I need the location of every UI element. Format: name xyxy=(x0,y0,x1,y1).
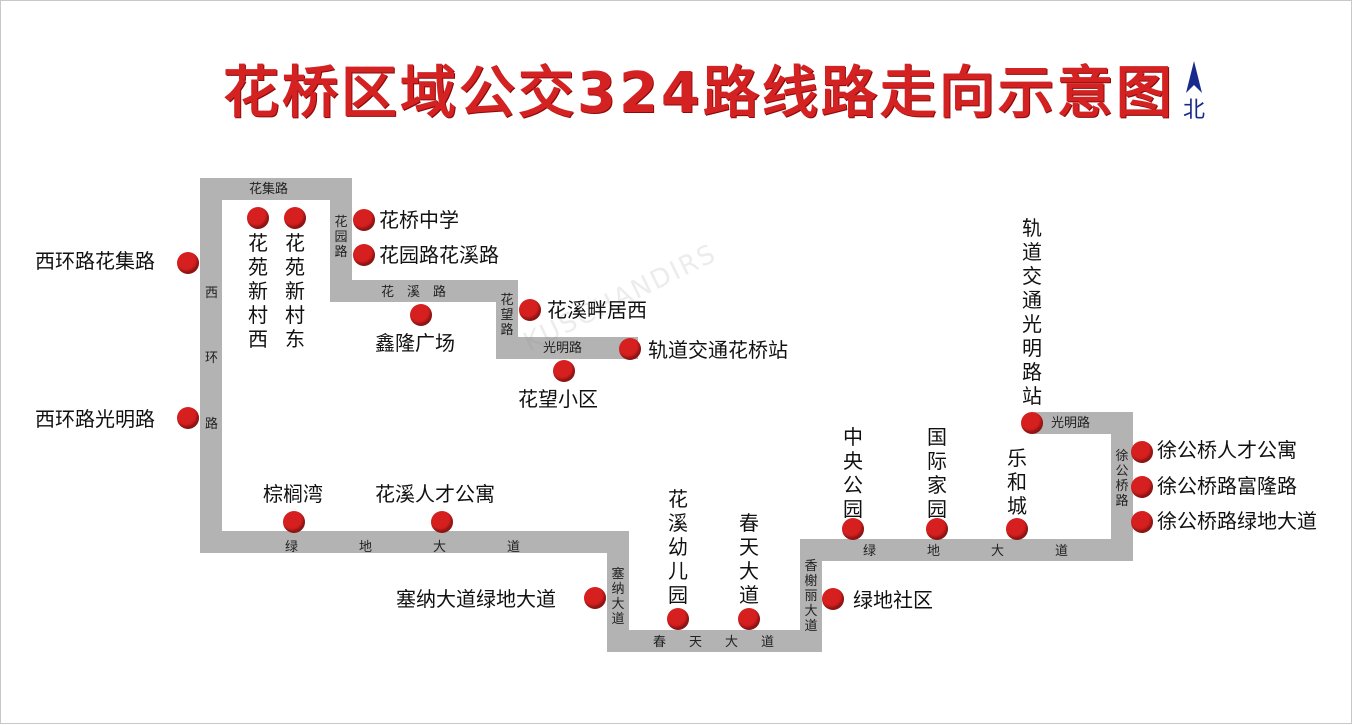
stop-label-lvdi-shequ[interactable]: 绿地社区 xyxy=(853,588,933,612)
road-label-xugongqiao-lu: 徐公桥路 xyxy=(1115,449,1129,509)
road-label-xihuan-lu-2: 环 xyxy=(205,351,219,366)
stop-marker-icon[interactable] xyxy=(822,588,844,610)
road-label-guangming-lu-w: 光明路 xyxy=(543,341,583,356)
stop-label-guoji-jiayuan[interactable]: 国际家园 xyxy=(927,425,947,521)
stop-label-lehe-cheng[interactable]: 乐和城 xyxy=(1007,446,1027,518)
stop-marker-icon[interactable] xyxy=(353,244,375,266)
road-label-huaji-lu: 花集路 xyxy=(249,182,289,197)
map-title: 花桥区域公交324路线路走向示意图 xyxy=(223,61,1175,126)
stop-marker-icon[interactable] xyxy=(431,511,453,533)
stop-label-chuntian-dadao[interactable]: 春天大道 xyxy=(739,511,759,607)
stop-marker-icon[interactable] xyxy=(926,518,948,540)
road-label-huaxi-lu: 花 溪 路 xyxy=(381,285,447,300)
road-label-xihuan-lu-3: 路 xyxy=(205,417,219,432)
stop-label-xihuanlu-huajilu[interactable]: 西环路花集路 xyxy=(35,249,155,273)
stop-label-xihuanlu-guangminglu[interactable]: 西环路光明路 xyxy=(35,407,155,431)
stop-marker-icon[interactable] xyxy=(842,518,864,540)
stop-label-xugongqiao-fulonglu[interactable]: 徐公桥路富隆路 xyxy=(1157,474,1297,498)
stop-marker-icon[interactable] xyxy=(584,587,606,609)
road-label-chuntian-dadao-1: 春 xyxy=(653,635,667,650)
stop-label-huayuanlu-huaxilu[interactable]: 花园路花溪路 xyxy=(379,243,499,267)
stop-marker-icon[interactable] xyxy=(667,608,689,630)
north-label: 北 xyxy=(1182,98,1205,123)
stop-marker-icon[interactable] xyxy=(1006,518,1028,540)
stop-label-huawang-xiaoqu[interactable]: 花望小区 xyxy=(518,387,598,411)
road-label-lvdi-dadao-w-3: 大 xyxy=(433,540,447,555)
road-label-xiangxieli-dadao: 香榭丽大道 xyxy=(804,559,818,634)
stop-label-saina-lvdi[interactable]: 塞纳大道绿地大道 xyxy=(396,587,556,611)
stop-label-xinlong-guangchang[interactable]: 鑫隆广场 xyxy=(375,331,455,355)
stop-label-huaxi-rencai-gongyu[interactable]: 花溪人才公寓 xyxy=(375,482,495,506)
road-label-chuntian-dadao-3: 大 xyxy=(725,635,739,650)
stop-marker-icon[interactable] xyxy=(553,360,575,382)
stop-marker-icon[interactable] xyxy=(410,304,432,326)
road-label-xihuan-lu-1: 西 xyxy=(205,286,219,301)
stop-marker-icon[interactable] xyxy=(1131,511,1153,533)
stop-label-zhongyang-gongyuan[interactable]: 中央公园 xyxy=(843,425,863,521)
stop-marker-icon[interactable] xyxy=(177,407,199,429)
stop-marker-icon[interactable] xyxy=(283,511,305,533)
stop-marker-icon[interactable] xyxy=(284,207,306,229)
road-label-lvdi-dadao-w-4: 道 xyxy=(507,540,521,555)
north-indicator: 北 xyxy=(1179,59,1209,129)
stop-label-huaxi-panju-xi[interactable]: 花溪畔居西 xyxy=(547,298,647,322)
road-label-lvdi-dadao-w-1: 绿 xyxy=(285,540,299,555)
road-label-lvdi-dadao-e-4: 道 xyxy=(1055,544,1069,559)
stop-marker-icon[interactable] xyxy=(1131,476,1153,498)
stop-marker-icon[interactable] xyxy=(247,207,269,229)
stop-marker-icon[interactable] xyxy=(519,299,541,321)
road-label-chuntian-dadao-4: 道 xyxy=(761,635,775,650)
stop-label-huaxi-youeryuan[interactable]: 花溪幼儿园 xyxy=(668,487,688,607)
stop-label-xugongqiao-rencai[interactable]: 徐公桥人才公寓 xyxy=(1157,438,1297,462)
stop-marker-icon[interactable] xyxy=(177,252,199,274)
stop-marker-icon[interactable] xyxy=(619,338,641,360)
road-label-guangming-lu-e: 光明路 xyxy=(1051,416,1091,431)
stop-label-huayuan-xincun-xi[interactable]: 花苑新村西 xyxy=(248,231,268,351)
stop-label-zonglvwan[interactable]: 棕榈湾 xyxy=(263,482,323,506)
stop-label-xugongqiao-lvdi[interactable]: 徐公桥路绿地大道 xyxy=(1157,509,1317,533)
road-label-lvdi-dadao-w-2: 地 xyxy=(359,540,373,555)
stop-label-guidao-guangminglu-zhan[interactable]: 轨道交通光明路站 xyxy=(1022,216,1042,408)
stop-marker-icon[interactable] xyxy=(1131,441,1153,463)
stop-label-huaqiao-zhongxue[interactable]: 花桥中学 xyxy=(379,208,459,232)
north-arrow-icon xyxy=(1186,61,1202,93)
road-label-lvdi-dadao-e-1: 绿 xyxy=(863,544,877,559)
road-label-huayuan-lu: 花园路 xyxy=(334,215,348,260)
stop-label-huayuan-xincun-dong[interactable]: 花苑新村东 xyxy=(285,231,305,351)
road-label-huawang-lu: 花望路 xyxy=(500,293,514,338)
road-label-chuntian-dadao-2: 天 xyxy=(689,635,703,650)
stop-label-guidao-huaqiao-zhan[interactable]: 轨道交通花桥站 xyxy=(648,338,788,362)
stop-marker-icon[interactable] xyxy=(738,608,760,630)
road-label-lvdi-dadao-e-3: 大 xyxy=(991,544,1005,559)
stop-marker-icon[interactable] xyxy=(1021,412,1043,434)
stop-marker-icon[interactable] xyxy=(353,209,375,231)
road-label-lvdi-dadao-e-2: 地 xyxy=(927,544,941,559)
road-label-saina-dadao: 塞纳大道 xyxy=(611,567,625,627)
